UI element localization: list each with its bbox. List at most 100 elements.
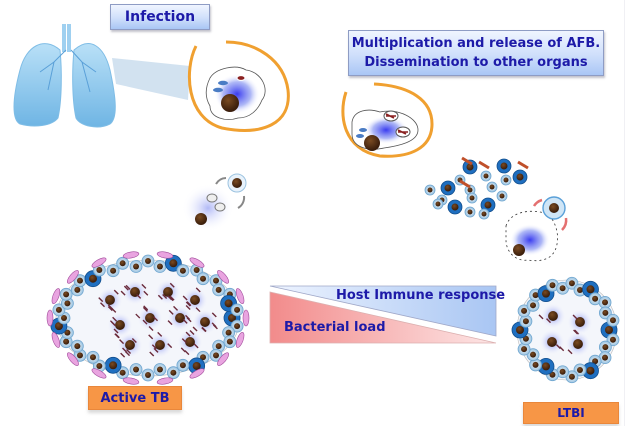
cell-nucleus — [602, 299, 608, 305]
cell-nucleus — [77, 352, 83, 358]
ltbi-granuloma — [512, 277, 619, 382]
cell-nucleus — [530, 352, 536, 358]
host-immune-response-label: Host Immune response — [336, 288, 505, 303]
cell-nucleus — [452, 204, 459, 211]
recruiting-macrophage — [506, 197, 566, 261]
afb-release-label: Multiplication and release of AFB. Disse… — [348, 30, 604, 76]
cell-nucleus — [180, 362, 186, 368]
cell-nucleus — [610, 317, 616, 323]
recruit-arrow — [238, 196, 244, 208]
migration-arrow — [518, 162, 528, 168]
cell-nucleus — [64, 300, 70, 306]
cell-nucleus — [213, 352, 219, 358]
cell-nucleus — [577, 287, 583, 293]
active-tb-granuloma — [47, 251, 249, 386]
macrophage-nucleus — [105, 295, 115, 305]
cell-nucleus — [96, 363, 102, 369]
bacillus — [213, 88, 223, 92]
early-recruitment — [182, 174, 246, 232]
cell-nucleus — [605, 326, 613, 334]
cell-nucleus — [517, 174, 524, 181]
recruit-arrow — [562, 218, 566, 230]
cell-nucleus — [436, 202, 441, 207]
cell-nucleus — [610, 337, 616, 343]
fibroblast — [47, 310, 53, 326]
cell-nucleus — [170, 370, 176, 376]
cell-nucleus — [109, 361, 117, 369]
macrophage-nucleus — [115, 320, 125, 330]
fibroblast — [157, 251, 174, 260]
multiplying-macrophage — [343, 84, 432, 156]
zoom-cone — [112, 58, 190, 100]
macrophage-nucleus — [547, 337, 557, 347]
fibroblast — [123, 377, 140, 386]
macrophage-nucleus — [125, 340, 135, 350]
cell-nucleus — [61, 315, 67, 321]
bacillus — [237, 76, 245, 81]
cell-nucleus — [227, 339, 233, 345]
macrophage-nucleus — [200, 317, 210, 327]
cell-nucleus — [501, 163, 508, 170]
cell-nucleus — [145, 372, 151, 378]
right-lung — [73, 44, 116, 127]
cell-nucleus — [482, 212, 487, 217]
cell-nucleus — [145, 258, 151, 264]
cell-nucleus — [110, 268, 116, 274]
cell-nucleus — [542, 290, 550, 298]
recruit-arrow — [216, 178, 226, 184]
cell-nucleus — [470, 196, 475, 201]
cell-nucleus — [468, 188, 473, 193]
infection-label: Infection — [110, 4, 210, 30]
afb-label-line1: Multiplication and release of AFB. — [352, 34, 601, 53]
macrophage-nucleus — [145, 313, 155, 323]
nucleus — [364, 135, 380, 151]
cell-nucleus — [587, 285, 595, 293]
cell-nucleus — [523, 318, 529, 324]
cell-nucleus — [234, 307, 240, 313]
macrophage-nucleus — [573, 339, 583, 349]
cell-nucleus — [569, 374, 575, 380]
cell-nucleus — [521, 346, 527, 352]
cell-nucleus — [63, 339, 69, 345]
nucleus — [195, 213, 207, 225]
cell-nucleus — [468, 210, 473, 215]
cell-nucleus — [216, 343, 222, 349]
cell-nucleus — [602, 310, 608, 316]
cell-nucleus — [500, 194, 505, 199]
fibroblast — [123, 251, 140, 260]
migration-arrow — [479, 162, 489, 168]
cell-nucleus — [120, 370, 126, 376]
recruit-arrow — [534, 200, 542, 206]
nucleus — [513, 244, 525, 256]
cell-nucleus — [484, 174, 489, 179]
cell-nucleus — [504, 178, 509, 183]
left-lung — [14, 44, 61, 126]
macrophage-nucleus — [548, 311, 558, 321]
cell-nucleus — [485, 202, 492, 209]
cell-nucleus — [216, 287, 222, 293]
fibroblast — [243, 310, 249, 326]
cell-nucleus — [169, 259, 177, 267]
trachea — [62, 24, 66, 52]
cell-nucleus — [63, 291, 69, 297]
cell-nucleus — [200, 276, 206, 282]
cell-nucleus — [560, 285, 566, 291]
cell-nucleus — [133, 264, 139, 270]
cell-nucleus — [226, 330, 232, 336]
afb-label-line2: Dissemination to other organs — [352, 53, 601, 72]
cell-nucleus — [89, 275, 97, 283]
cell-nucleus — [530, 302, 536, 308]
cell-nucleus — [542, 362, 550, 370]
cell-nucleus — [592, 296, 598, 302]
cell-nucleus — [533, 362, 539, 368]
macrophage-nucleus — [175, 313, 185, 323]
nucleus — [221, 94, 239, 112]
cell-nucleus — [549, 282, 555, 288]
cell-nucleus — [602, 344, 608, 350]
bacillus — [218, 81, 228, 85]
cell-nucleus — [490, 185, 495, 190]
cell-nucleus — [96, 267, 102, 273]
disseminated-cells — [425, 158, 528, 219]
cell-nucleus — [213, 278, 219, 284]
cell-nucleus — [225, 299, 233, 307]
